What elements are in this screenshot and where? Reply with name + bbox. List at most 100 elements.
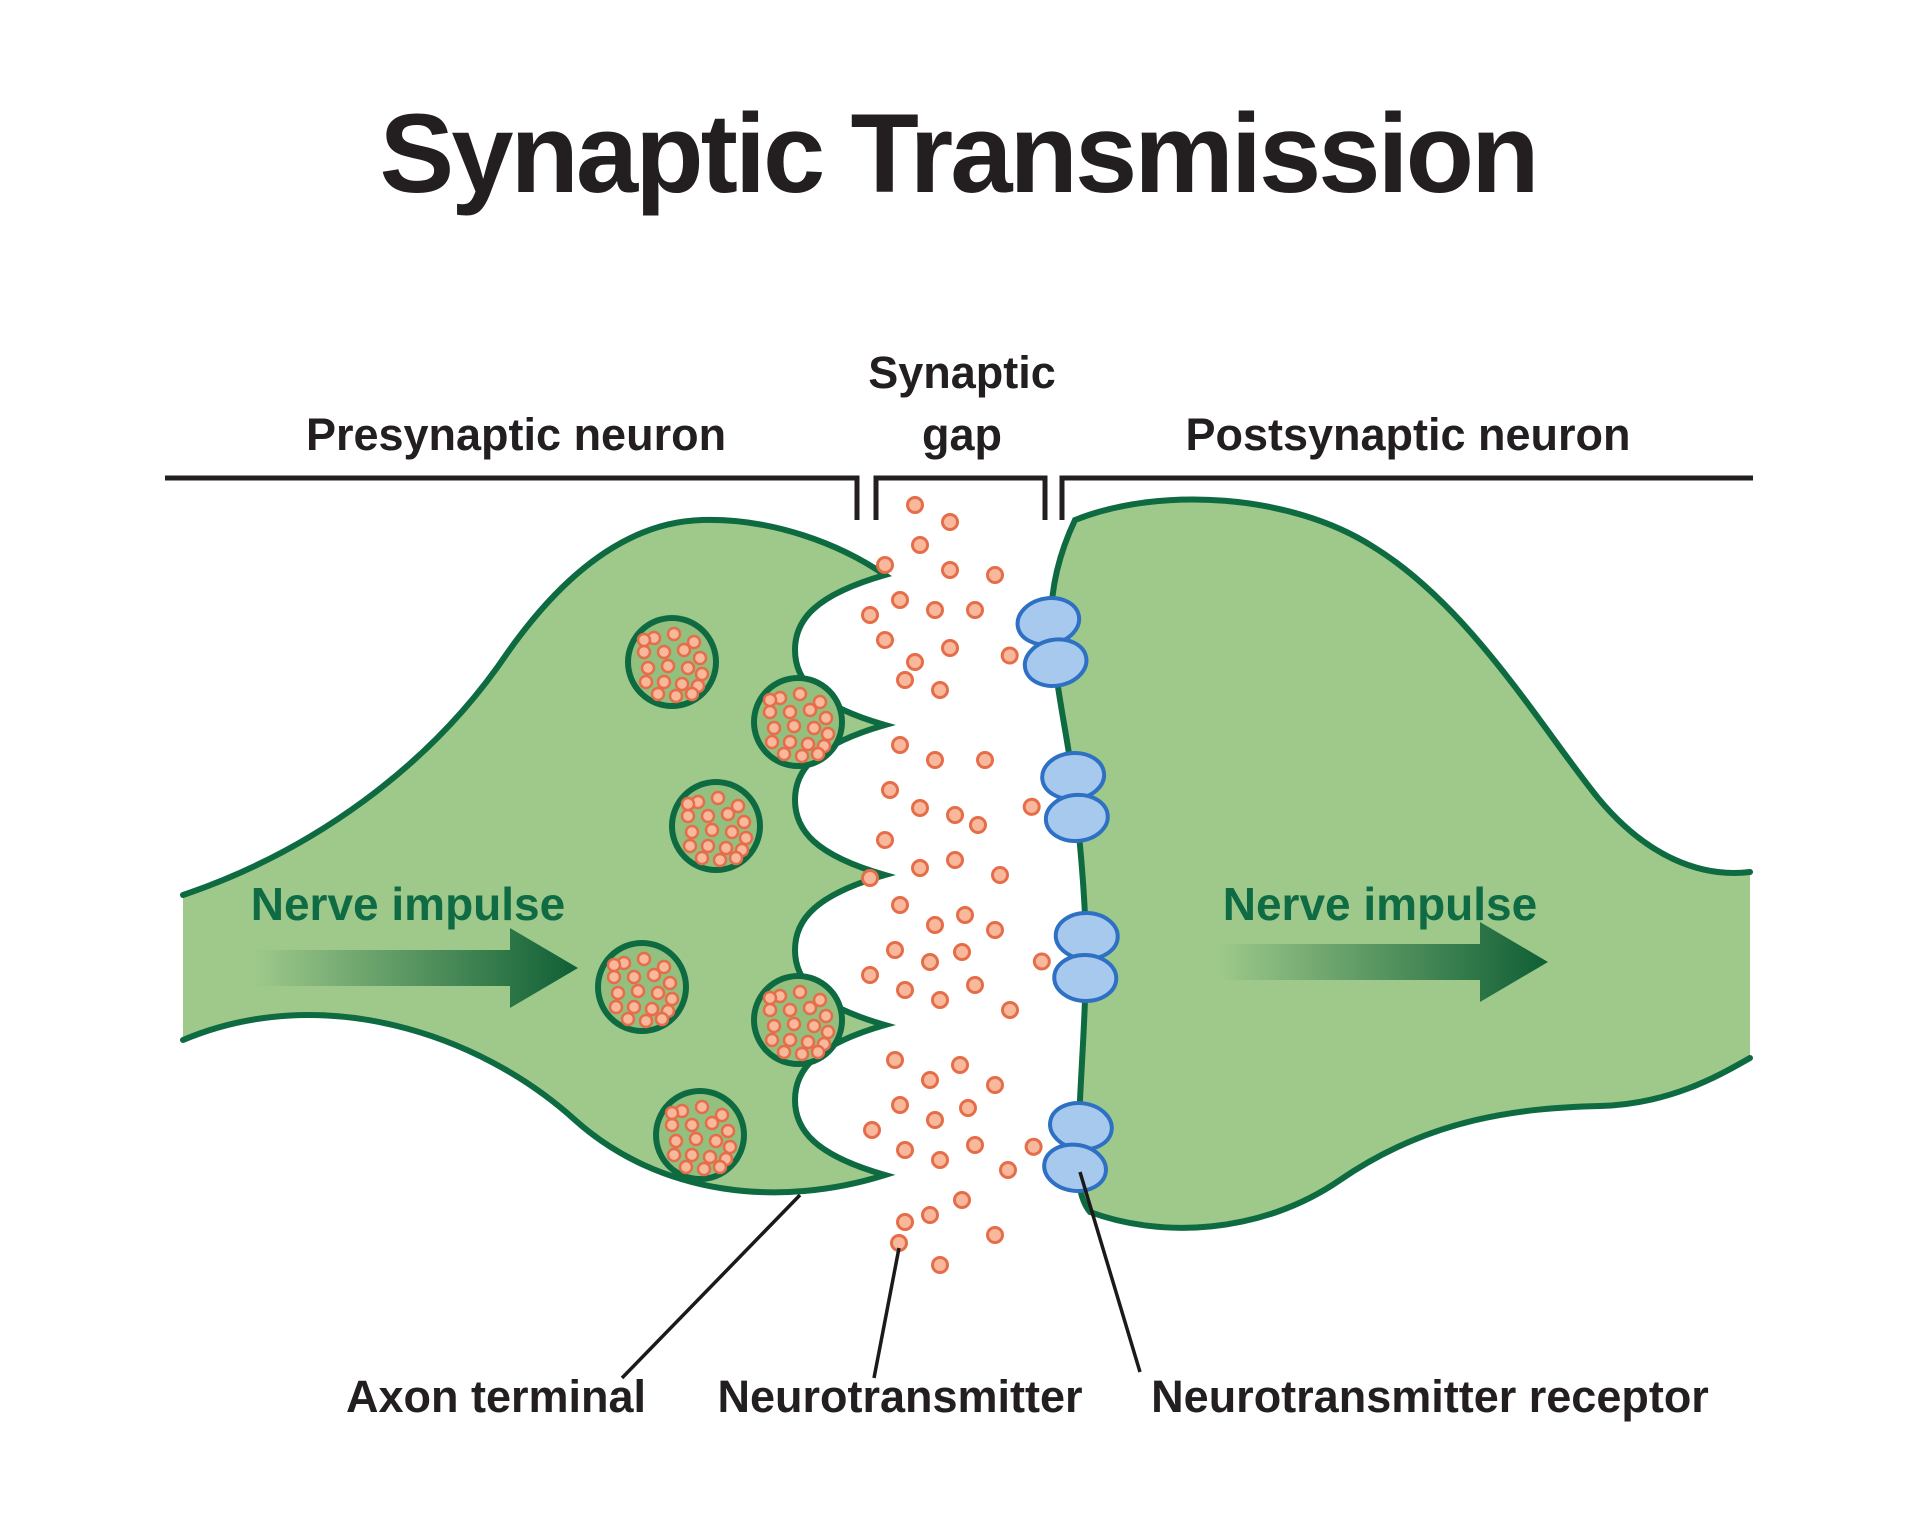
section-bracket-segment bbox=[1059, 475, 1753, 520]
vesicle-neurotransmitter-dot bbox=[730, 798, 746, 814]
section-bracket-segment bbox=[165, 475, 860, 520]
receptor-lobe bbox=[1043, 792, 1110, 843]
neurotransmitter-dot bbox=[926, 916, 944, 934]
neurotransmitter-dot bbox=[966, 601, 984, 619]
vesicle-neurotransmitter-dot bbox=[764, 734, 780, 750]
neurotransmitter-dot bbox=[896, 1141, 914, 1159]
vesicle-neurotransmitter-dot bbox=[678, 1159, 694, 1175]
vesicle-neurotransmitter-dot bbox=[800, 1034, 816, 1050]
vesicle-neurotransmitter-dot bbox=[702, 1149, 718, 1165]
neurotransmitter-dot bbox=[931, 681, 949, 699]
neurotransmitter-dot bbox=[946, 806, 964, 824]
vesicle-neurotransmitter-dot bbox=[782, 734, 798, 750]
vesicle-neurotransmitter-dot bbox=[708, 1133, 724, 1149]
label-neurotransmitter-receptor: Neurotransmitter receptor bbox=[1151, 1371, 1709, 1422]
vesicle-neurotransmitter-dot bbox=[782, 704, 798, 720]
vesicle-neurotransmitter-dot bbox=[644, 1001, 660, 1017]
vesicle-neurotransmitter-dot bbox=[710, 790, 726, 806]
vesicle-neurotransmitter-dot bbox=[654, 1011, 670, 1027]
vesicle-neurotransmitter-dot bbox=[722, 1139, 738, 1155]
neurotransmitter-dot bbox=[986, 1226, 1004, 1244]
vesicle-neurotransmitter-dot bbox=[694, 666, 710, 682]
vesicle-neurotransmitter-dot bbox=[666, 626, 682, 642]
postsynaptic-neuron-shape bbox=[1050, 499, 1750, 1228]
vesicle-neurotransmitter-dot bbox=[810, 1044, 826, 1060]
vesicle-neurotransmitter-dot bbox=[766, 720, 782, 736]
vesicle-neurotransmitter-dot bbox=[794, 1046, 810, 1062]
vesicle-neurotransmitter-dot bbox=[724, 824, 740, 840]
neurotransmitter-dot bbox=[911, 859, 929, 877]
receptor-lobe bbox=[1052, 952, 1119, 1003]
label-nerve-impulse-right: Nerve impulse bbox=[1223, 878, 1537, 930]
vesicle-neurotransmitter-dot bbox=[684, 824, 700, 840]
neurotransmitter-dot bbox=[876, 556, 894, 574]
vesicle-neurotransmitter-dot bbox=[764, 1032, 780, 1048]
neurotransmitter-dot bbox=[896, 671, 914, 689]
page-title: Synaptic Transmission bbox=[380, 91, 1537, 216]
vesicle-neurotransmitter-dot bbox=[656, 644, 672, 660]
bound-neurotransmitter-dot bbox=[1032, 952, 1051, 971]
vesicle-neurotransmitter-dot bbox=[786, 718, 802, 734]
vesicle-neurotransmitter-dot bbox=[638, 1013, 654, 1029]
label-nerve-impulse-left: Nerve impulse bbox=[251, 878, 565, 930]
section-bracket bbox=[165, 475, 1753, 520]
neurotransmitter-dot bbox=[951, 1056, 969, 1074]
vesicle-neurotransmitter-dot bbox=[700, 838, 716, 854]
neurotransmitter-dot bbox=[966, 976, 984, 994]
neurotransmitter-dot bbox=[881, 781, 899, 799]
section-bracket-segment bbox=[873, 475, 1048, 520]
neurotransmitter-dot bbox=[906, 496, 924, 514]
vesicle-neurotransmitter-dot bbox=[656, 959, 672, 975]
neurotransmitter-dot bbox=[926, 601, 944, 619]
neurotransmitter-dot bbox=[991, 866, 1009, 884]
vesicle-neurotransmitter-dot bbox=[680, 808, 696, 824]
vesicle-neurotransmitter-dot bbox=[736, 814, 752, 830]
neurotransmitter-dot bbox=[953, 1191, 971, 1209]
neurotransmitter-dot bbox=[861, 966, 879, 984]
vesicle-neurotransmitter-dot bbox=[818, 1008, 834, 1024]
label-neurotransmitter: Neurotransmitter bbox=[717, 1371, 1082, 1422]
vesicle-neurotransmitter-dot bbox=[820, 1024, 836, 1040]
vesicle-neurotransmitter-dot bbox=[606, 969, 622, 985]
neurotransmitter-dot bbox=[999, 1161, 1017, 1179]
label-leader-line bbox=[872, 1247, 901, 1379]
vesicle-neurotransmitter-dot bbox=[636, 632, 652, 648]
neurotransmitter-dot bbox=[891, 1096, 909, 1114]
vesicle-neurotransmitter-dot bbox=[692, 650, 708, 666]
neurotransmitter-dot bbox=[976, 751, 994, 769]
vesicle-neurotransmitter-dot bbox=[626, 999, 642, 1015]
neurotransmitter-dot bbox=[906, 653, 924, 671]
neurotransmitter-dot bbox=[891, 591, 909, 609]
neurotransmitter-dot bbox=[946, 851, 964, 869]
neurotransmitter-dot bbox=[931, 1151, 949, 1169]
neurotransmitter-dot bbox=[921, 1071, 939, 1089]
vesicle-neurotransmitter-dot bbox=[640, 660, 656, 676]
nerve-impulse-arrow-left bbox=[255, 928, 578, 1008]
neurotransmitter-dot bbox=[911, 799, 929, 817]
neurotransmitter-dot bbox=[911, 536, 929, 554]
neurotransmitter-dot bbox=[986, 1076, 1004, 1094]
receptor bbox=[1022, 751, 1110, 843]
vesicle-neurotransmitter-dot bbox=[608, 999, 624, 1015]
synaptic-vesicles bbox=[595, 615, 845, 1182]
vesicle-neurotransmitter-dot bbox=[676, 642, 692, 658]
neurotransmitter-dots bbox=[861, 496, 1019, 1274]
vesicle-neurotransmitter-dot bbox=[636, 644, 652, 660]
neurotransmitter-dot bbox=[966, 1136, 984, 1154]
vesicle-neurotransmitter-dot bbox=[720, 1123, 736, 1139]
neurotransmitter-dot bbox=[969, 816, 987, 834]
leader-lines bbox=[620, 1171, 1142, 1380]
vesicle-neurotransmitter-dot bbox=[694, 850, 710, 866]
label-axon-terminal: Axon terminal bbox=[346, 1371, 646, 1422]
vesicle-neurotransmitter-dot bbox=[704, 822, 720, 838]
vesicle-neurotransmitter-dot bbox=[684, 686, 700, 702]
vesicle-neurotransmitter-dot bbox=[802, 702, 818, 718]
neurotransmitter-dot bbox=[921, 953, 939, 971]
neurotransmitter-dot bbox=[931, 1256, 949, 1274]
vesicle-neurotransmitter-dot bbox=[812, 992, 828, 1008]
bound-neurotransmitter-dot bbox=[1022, 797, 1041, 816]
neurotransmitter-dot bbox=[896, 1213, 914, 1231]
vesicle-neurotransmitter-dot bbox=[682, 838, 698, 854]
vesicle-neurotransmitter-dot bbox=[806, 1018, 822, 1034]
presynaptic-membrane-outline bbox=[180, 516, 896, 1196]
